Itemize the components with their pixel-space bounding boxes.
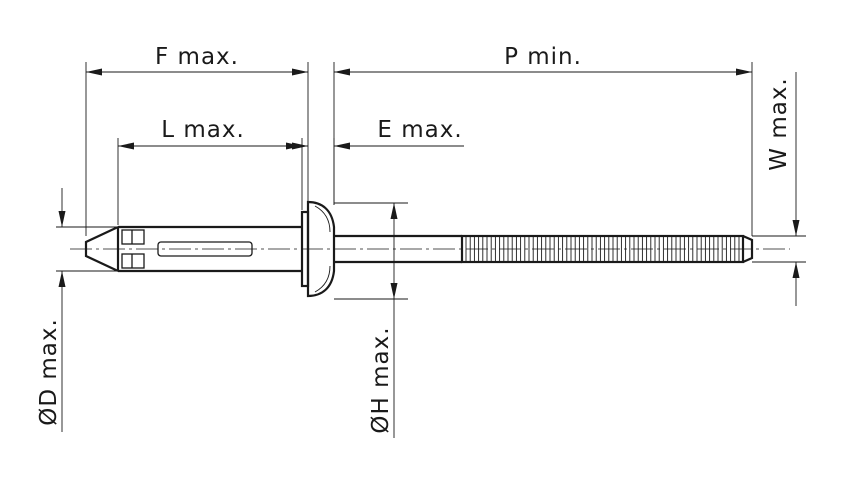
arrowhead bbox=[58, 211, 66, 227]
dimension-l: L max. bbox=[118, 117, 302, 150]
dimension-d: ØD max. bbox=[36, 188, 66, 432]
dimension-p: P min. bbox=[334, 44, 752, 76]
dimension-h: ØH max. bbox=[368, 203, 398, 438]
extension-lines bbox=[56, 62, 806, 300]
arrowhead bbox=[792, 220, 800, 236]
arrowhead bbox=[58, 271, 66, 287]
arrowhead bbox=[736, 68, 752, 76]
label-f-max: F max. bbox=[155, 44, 239, 70]
arrowhead bbox=[86, 68, 102, 76]
arrowhead bbox=[334, 68, 350, 76]
arrowhead bbox=[334, 142, 350, 150]
label-d-max: ØD max. bbox=[36, 318, 62, 426]
dimension-w: W max. bbox=[766, 72, 800, 306]
label-e-max: E max. bbox=[377, 117, 462, 143]
arrowhead bbox=[292, 68, 308, 76]
rivet-head bbox=[306, 200, 336, 298]
arrowhead bbox=[390, 283, 398, 299]
dimension-f: F max. bbox=[86, 44, 308, 76]
label-l-max: L max. bbox=[161, 117, 245, 143]
arrowhead bbox=[792, 262, 800, 278]
label-p-min: P min. bbox=[504, 44, 582, 70]
label-w-max: W max. bbox=[766, 77, 792, 170]
arrowhead bbox=[390, 203, 398, 219]
label-h-max: ØH max. bbox=[368, 326, 394, 433]
arrowhead bbox=[118, 142, 134, 150]
dimension-e: E max. bbox=[288, 117, 464, 150]
